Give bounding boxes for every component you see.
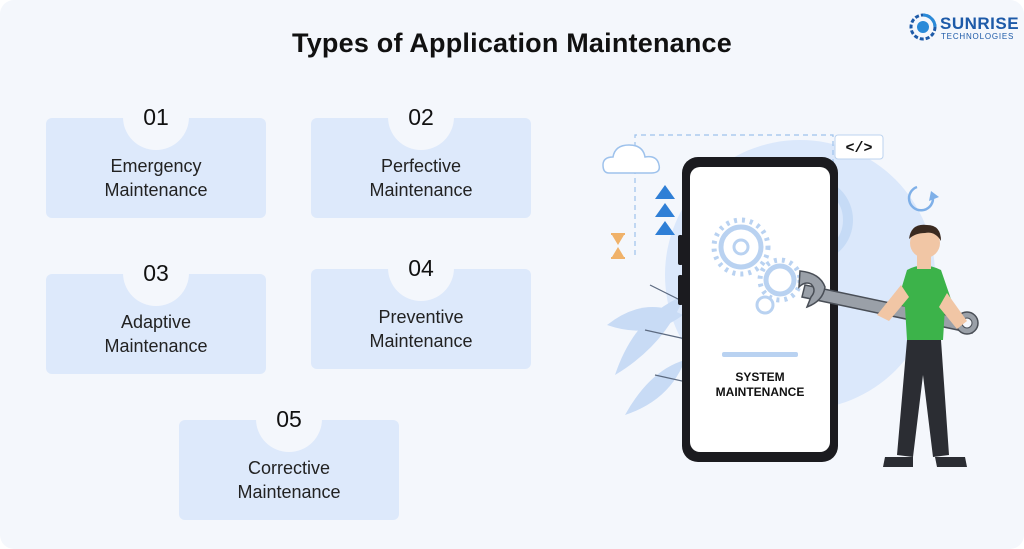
dashed-frame	[634, 134, 834, 255]
card-number: 04	[408, 255, 434, 281]
code-tag-text: </>	[845, 140, 872, 157]
screen-title-line1: SYSTEM	[735, 370, 784, 384]
card-label-line1: Perfective	[380, 156, 462, 176]
page-title: Types of Application Maintenance	[292, 28, 732, 58]
card-label-line2: Maintenance	[369, 180, 473, 200]
logo-brand-text: SUNRISE	[940, 14, 1020, 33]
card-preventive: 04 Preventive Maintenance	[311, 251, 531, 369]
screen-progress-bar	[722, 352, 798, 357]
card-label: Emergency Maintenance	[46, 154, 266, 202]
person-figure	[877, 224, 967, 467]
logo-mark-icon	[909, 13, 937, 41]
company-logo: SUNRISE TECHNOLOGIES	[908, 12, 1020, 42]
card-number: 01	[143, 104, 169, 130]
card-label-line2: Maintenance	[104, 180, 208, 200]
card-corrective: 05 Corrective Maintenance	[179, 402, 399, 520]
card-label-line1: Corrective	[247, 458, 331, 478]
illustration-graphic: </>	[602, 134, 979, 467]
hourglass-icon	[611, 233, 625, 259]
cloud-icon	[602, 144, 661, 174]
card-label: Perfective Maintenance	[311, 154, 531, 202]
card-label-line1: Preventive	[378, 307, 464, 327]
arrow-stack-icon	[655, 185, 675, 235]
card-label: Preventive Maintenance	[311, 305, 531, 353]
card-label: Adaptive Maintenance	[46, 310, 266, 358]
card-label-line1: Adaptive	[120, 312, 192, 332]
card-label-line1: Emergency	[110, 156, 202, 176]
card-number: 02	[408, 104, 434, 130]
card-number: 05	[276, 406, 302, 432]
gear-icon	[718, 224, 797, 315]
refresh-icon	[907, 185, 939, 212]
maintenance-illustration: </>	[595, 125, 995, 485]
plant-leaves-icon	[607, 295, 685, 415]
card-adaptive: 03 Adaptive Maintenance	[46, 256, 266, 374]
card-label-line2: Maintenance	[104, 336, 208, 356]
card-label: Corrective Maintenance	[179, 456, 399, 504]
screen-title-line2: MAINTENANCE	[716, 385, 805, 399]
card-perfective: 02 Perfective Maintenance	[311, 100, 531, 218]
card-label-line2: Maintenance	[237, 482, 341, 502]
code-tag-icon	[834, 134, 884, 160]
card-label-line2: Maintenance	[369, 331, 473, 351]
card-number: 03	[143, 260, 169, 286]
card-emergency: 01 Emergency Maintenance	[46, 100, 266, 218]
logo-sub-text: TECHNOLOGIES	[941, 32, 1015, 41]
